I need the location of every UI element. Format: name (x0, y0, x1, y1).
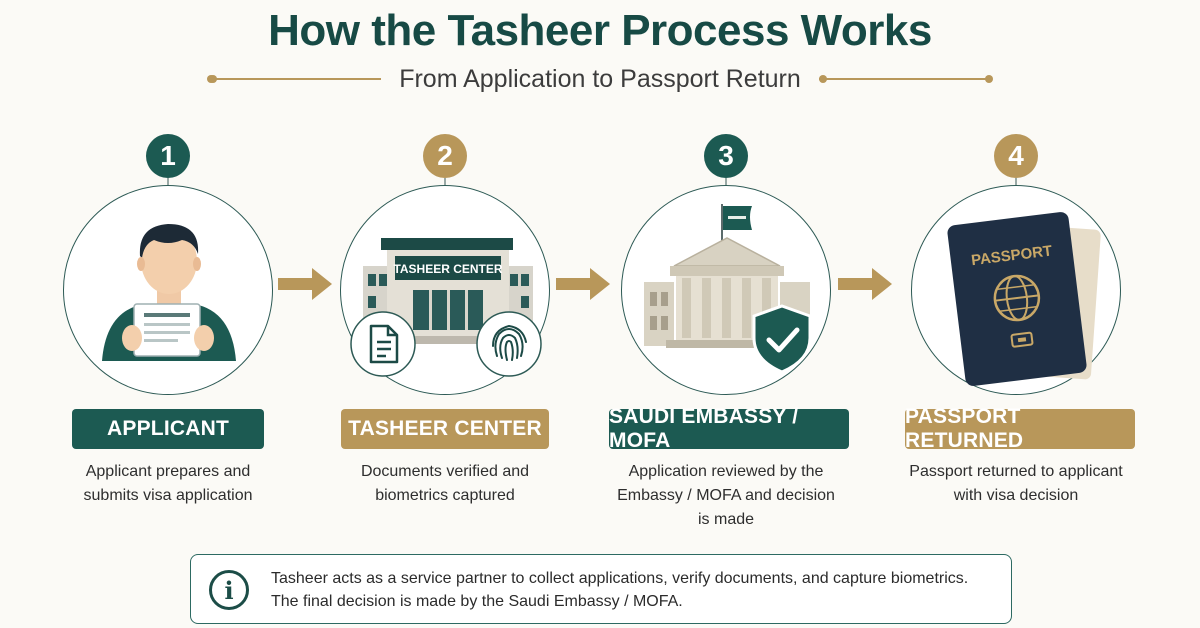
page-subtitle: From Application to Passport Return (399, 64, 801, 93)
step-description: Documents verified and biometrics captur… (315, 460, 575, 508)
step-description: Application reviewed by the Embassy / MO… (596, 460, 856, 532)
step-label: APPLICANT (72, 409, 264, 449)
badge-connector (725, 178, 727, 186)
note-text: Tasheer acts as a service partner to col… (271, 567, 1001, 613)
step-3: 3 SA (596, 0, 856, 540)
building-sign-text: TASHEER CENTER (393, 262, 502, 276)
description-line: is made (697, 511, 755, 528)
description-line: Documents verified and (360, 463, 530, 480)
step-4: 4 PASSPORT PASSPORT RETURNED Passport re… (886, 0, 1146, 540)
step-label: TASHEER CENTER (341, 409, 549, 449)
step-1: 1 APPLICANT Applicant prepares a (38, 0, 298, 540)
description-line: Embassy / MOFA and decision (617, 487, 835, 504)
badge-connector (167, 178, 169, 186)
step-number-badge: 4 (994, 134, 1038, 178)
page-title: How the Tasheer Process Works (268, 6, 932, 55)
step-description: Applicant prepares and submits visa appl… (38, 460, 298, 508)
description-line: Applicant prepares and (85, 463, 251, 480)
applicant-with-document-icon (63, 185, 273, 395)
description-line: biometrics captured (375, 487, 515, 504)
step-label: SAUDI EMBASSY / MOFA (609, 405, 849, 452)
arrow-icon (556, 268, 610, 300)
step-number-badge: 3 (704, 134, 748, 178)
badge-connector (444, 178, 446, 186)
description-line: submits visa application (83, 487, 253, 504)
arrow-icon (278, 268, 332, 300)
badge-connector (1015, 178, 1017, 186)
subtitle-rule-right (818, 75, 993, 83)
description-line: Passport returned to applicant (909, 463, 1123, 480)
description-line: Application reviewed by the (628, 463, 824, 480)
step-2: 2 TASHEER CENTER (315, 0, 575, 540)
note-line: The final decision is made by the Saudi … (271, 593, 683, 610)
step-number-badge: 2 (423, 134, 467, 178)
step-label: PASSPORT RETURNED (905, 405, 1135, 452)
info-note: i Tasheer acts as a service partner to c… (190, 554, 1012, 624)
description-line: with visa decision (953, 487, 1079, 504)
note-line: Tasheer acts as a service partner to col… (271, 570, 969, 587)
subtitle-row: From Application to Passport Return (0, 62, 1200, 96)
arrow-icon (838, 268, 892, 300)
step-number-badge: 1 (146, 134, 190, 178)
step-description: Passport returned to applicant with visa… (886, 460, 1146, 508)
subtitle-rule-left (207, 75, 382, 83)
embassy-building-icon (621, 185, 831, 395)
info-icon: i (209, 570, 249, 610)
tasheer-building-icon: TASHEER CENTER (340, 185, 550, 395)
passport-icon: PASSPORT (911, 185, 1121, 395)
